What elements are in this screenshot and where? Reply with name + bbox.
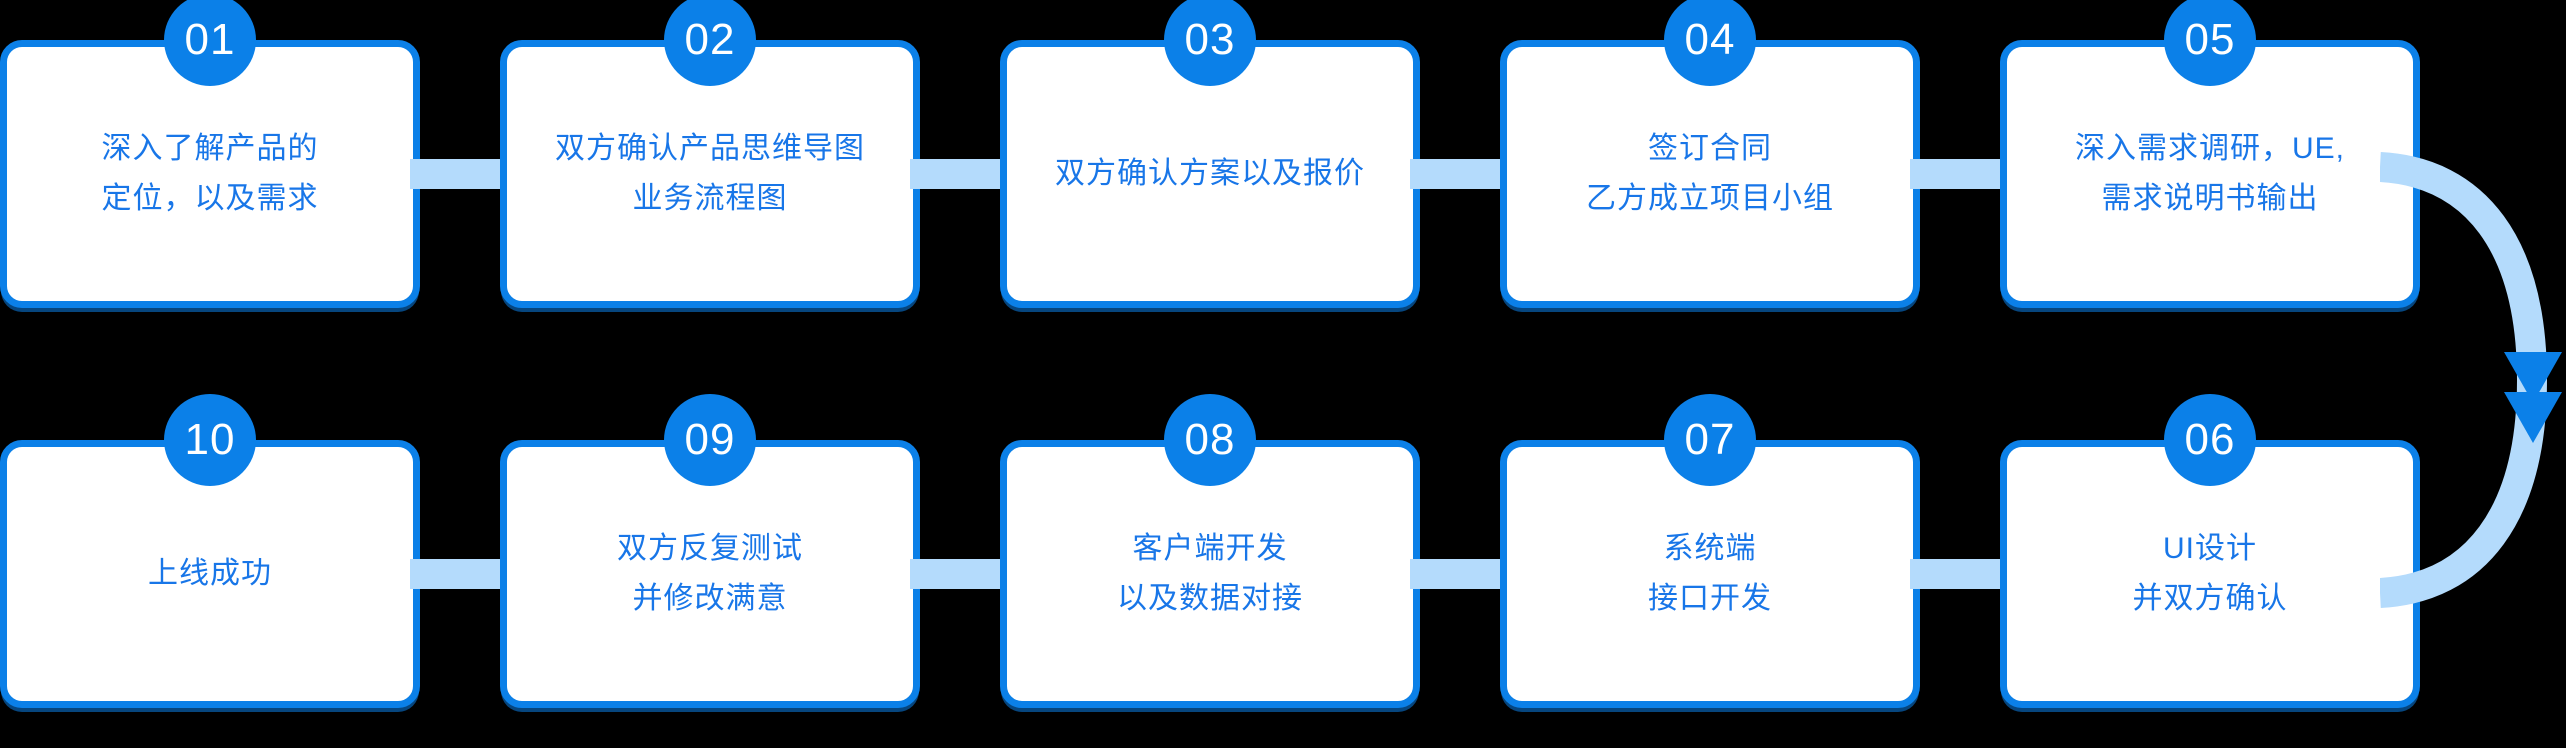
flow-step-07[interactable]: 系统端 接口开发 07 <box>1500 394 1920 708</box>
step-card[interactable]: 系统端 接口开发 <box>1500 440 1920 708</box>
step-text-line: 双方确认方案以及报价 <box>1055 157 1365 190</box>
step-text: 深入了解产品的 定位，以及需求 <box>7 124 413 224</box>
step-text-line: 双方反复测试 <box>617 532 803 565</box>
step-number-badge: 05 <box>2164 0 2256 86</box>
flow-step-06[interactable]: UI设计 并双方确认 06 <box>2000 394 2420 708</box>
step-text-line: 签订合同 <box>1648 132 1772 165</box>
flow-step-10[interactable]: 上线成功 10 <box>0 394 420 708</box>
flow-step-05[interactable]: 深入需求调研，UE, 需求说明书输出 05 <box>2000 0 2420 308</box>
step-number-badge: 10 <box>164 394 256 486</box>
step-text-line: UI设计 <box>2163 532 2257 565</box>
step-text-line: 并双方确认 <box>2132 582 2288 615</box>
step-number-badge: 01 <box>164 0 256 86</box>
step-text: 双方确认方案以及报价 <box>1007 149 1413 199</box>
step-number-badge: 03 <box>1164 0 1256 86</box>
flow-step-08[interactable]: 客户端开发 以及数据对接 08 <box>1000 394 1420 708</box>
connector-07-08 <box>1410 440 1510 708</box>
step-number-badge: 06 <box>2164 394 2256 486</box>
step-text-line: 乙方成立项目小组 <box>1586 182 1834 215</box>
step-text: UI设计 并双方确认 <box>2007 524 2413 624</box>
connector-06-07 <box>1910 440 2010 708</box>
step-text-line: 上线成功 <box>148 557 272 590</box>
step-text: 双方确认产品思维导图 业务流程图 <box>507 124 913 224</box>
connector-02-03 <box>910 40 1010 308</box>
step-text-line: 双方确认产品思维导图 <box>555 132 865 165</box>
step-text: 双方反复测试 并修改满意 <box>507 524 913 624</box>
step-text-line: 需求说明书输出 <box>2101 182 2319 215</box>
flow-step-03[interactable]: 双方确认方案以及报价 03 <box>1000 0 1420 308</box>
arrowhead-down-icon <box>2504 352 2562 403</box>
flow-row-top: 深入了解产品的 定位，以及需求 01 双方确认产品思维导图 业务流程图 02 双… <box>0 0 2495 308</box>
step-text: 系统端 接口开发 <box>1507 524 1913 624</box>
step-card[interactable]: 双方确认方案以及报价 <box>1000 40 1420 308</box>
step-text: 客户端开发 以及数据对接 <box>1007 524 1413 624</box>
flow-row-bottom: 上线成功 10 双方反复测试 并修改满意 09 客户端开发 以及数据对接 <box>0 394 2495 708</box>
step-text-line: 深入了解产品的 <box>101 132 319 165</box>
step-text-line: 以及数据对接 <box>1117 582 1303 615</box>
step-number-badge: 09 <box>664 394 756 486</box>
step-text-line: 并修改满意 <box>632 582 788 615</box>
step-text-line: 深入需求调研，UE, <box>2074 132 2345 165</box>
step-number-badge: 07 <box>1664 394 1756 486</box>
flow-step-02[interactable]: 双方确认产品思维导图 业务流程图 02 <box>500 0 920 308</box>
step-text-line: 定位，以及需求 <box>101 182 319 215</box>
connector-01-02 <box>410 40 510 308</box>
flow-step-04[interactable]: 签订合同 乙方成立项目小组 04 <box>1500 0 1920 308</box>
connector-03-04 <box>1410 40 1510 308</box>
flow-step-09[interactable]: 双方反复测试 并修改满意 09 <box>500 394 920 708</box>
step-number-badge: 04 <box>1664 0 1756 86</box>
step-text-line: 客户端开发 <box>1132 532 1288 565</box>
step-text-line: 系统端 <box>1663 532 1757 565</box>
connector-09-10 <box>410 440 510 708</box>
step-text-line: 业务流程图 <box>632 182 788 215</box>
step-text: 深入需求调研，UE, 需求说明书输出 <box>2007 124 2413 224</box>
step-text-line: 接口开发 <box>1648 582 1772 615</box>
step-text: 上线成功 <box>7 549 413 599</box>
arrowhead-down-icon <box>2504 392 2562 443</box>
step-text: 签订合同 乙方成立项目小组 <box>1507 124 1913 224</box>
step-number-badge: 02 <box>664 0 756 86</box>
step-number-badge: 08 <box>1164 394 1256 486</box>
connector-08-09 <box>910 440 1010 708</box>
flow-step-01[interactable]: 深入了解产品的 定位，以及需求 01 <box>0 0 420 308</box>
connector-04-05 <box>1910 40 2010 308</box>
